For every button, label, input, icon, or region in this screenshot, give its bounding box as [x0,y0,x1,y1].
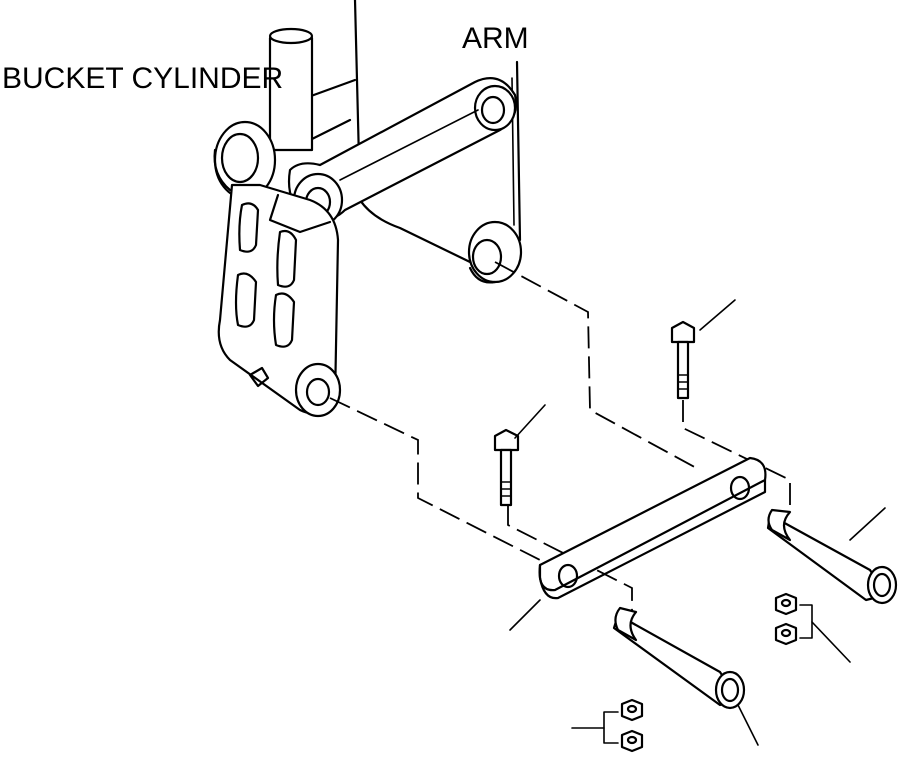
alignment-dashes [329,261,791,612]
pin-lower [612,606,759,746]
bolt-left [493,404,546,507]
bucket-bracket [217,183,342,418]
upper-link [287,77,518,228]
arm-body [298,0,523,284]
bucket-cylinder [213,27,314,200]
link-plate [509,456,767,631]
bucket-cylinder-label: BUCKET CYLINDER [2,62,284,95]
nuts-lower [571,698,644,753]
arm-label: ARM [462,22,529,55]
pin-right [766,507,898,605]
bolt-right [670,299,736,400]
nuts-right [774,592,851,663]
